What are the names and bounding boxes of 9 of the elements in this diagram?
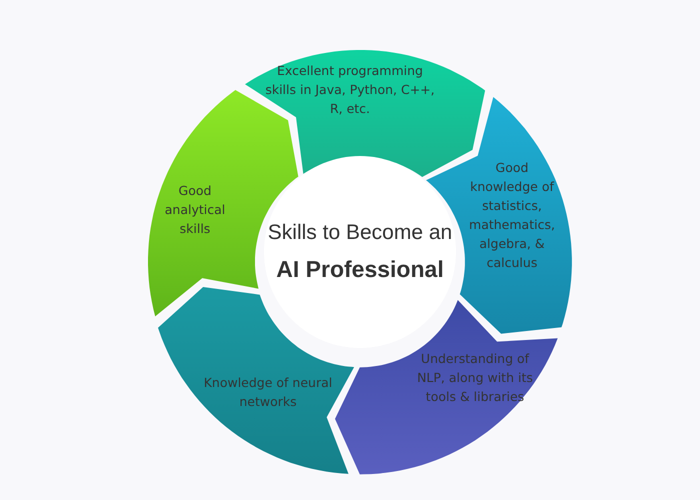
ring-segment (244, 50, 485, 178)
segment-label: Knowledge of neural networks (202, 374, 333, 411)
ring-segment (158, 286, 354, 474)
segment-label: Good knowledge of statistics, mathematics, algebra, & calculus (468, 158, 556, 272)
segment-label: Understanding of NLP, along with its tools & libraries (416, 350, 534, 406)
center-title: Skills to Become an AI Professional (267, 220, 453, 284)
ring-segment (335, 300, 558, 474)
segment-label: Excellent programming skills in Java, Python, C++, R, etc. (264, 62, 435, 118)
segment-label: Good analytical skills (164, 182, 226, 238)
